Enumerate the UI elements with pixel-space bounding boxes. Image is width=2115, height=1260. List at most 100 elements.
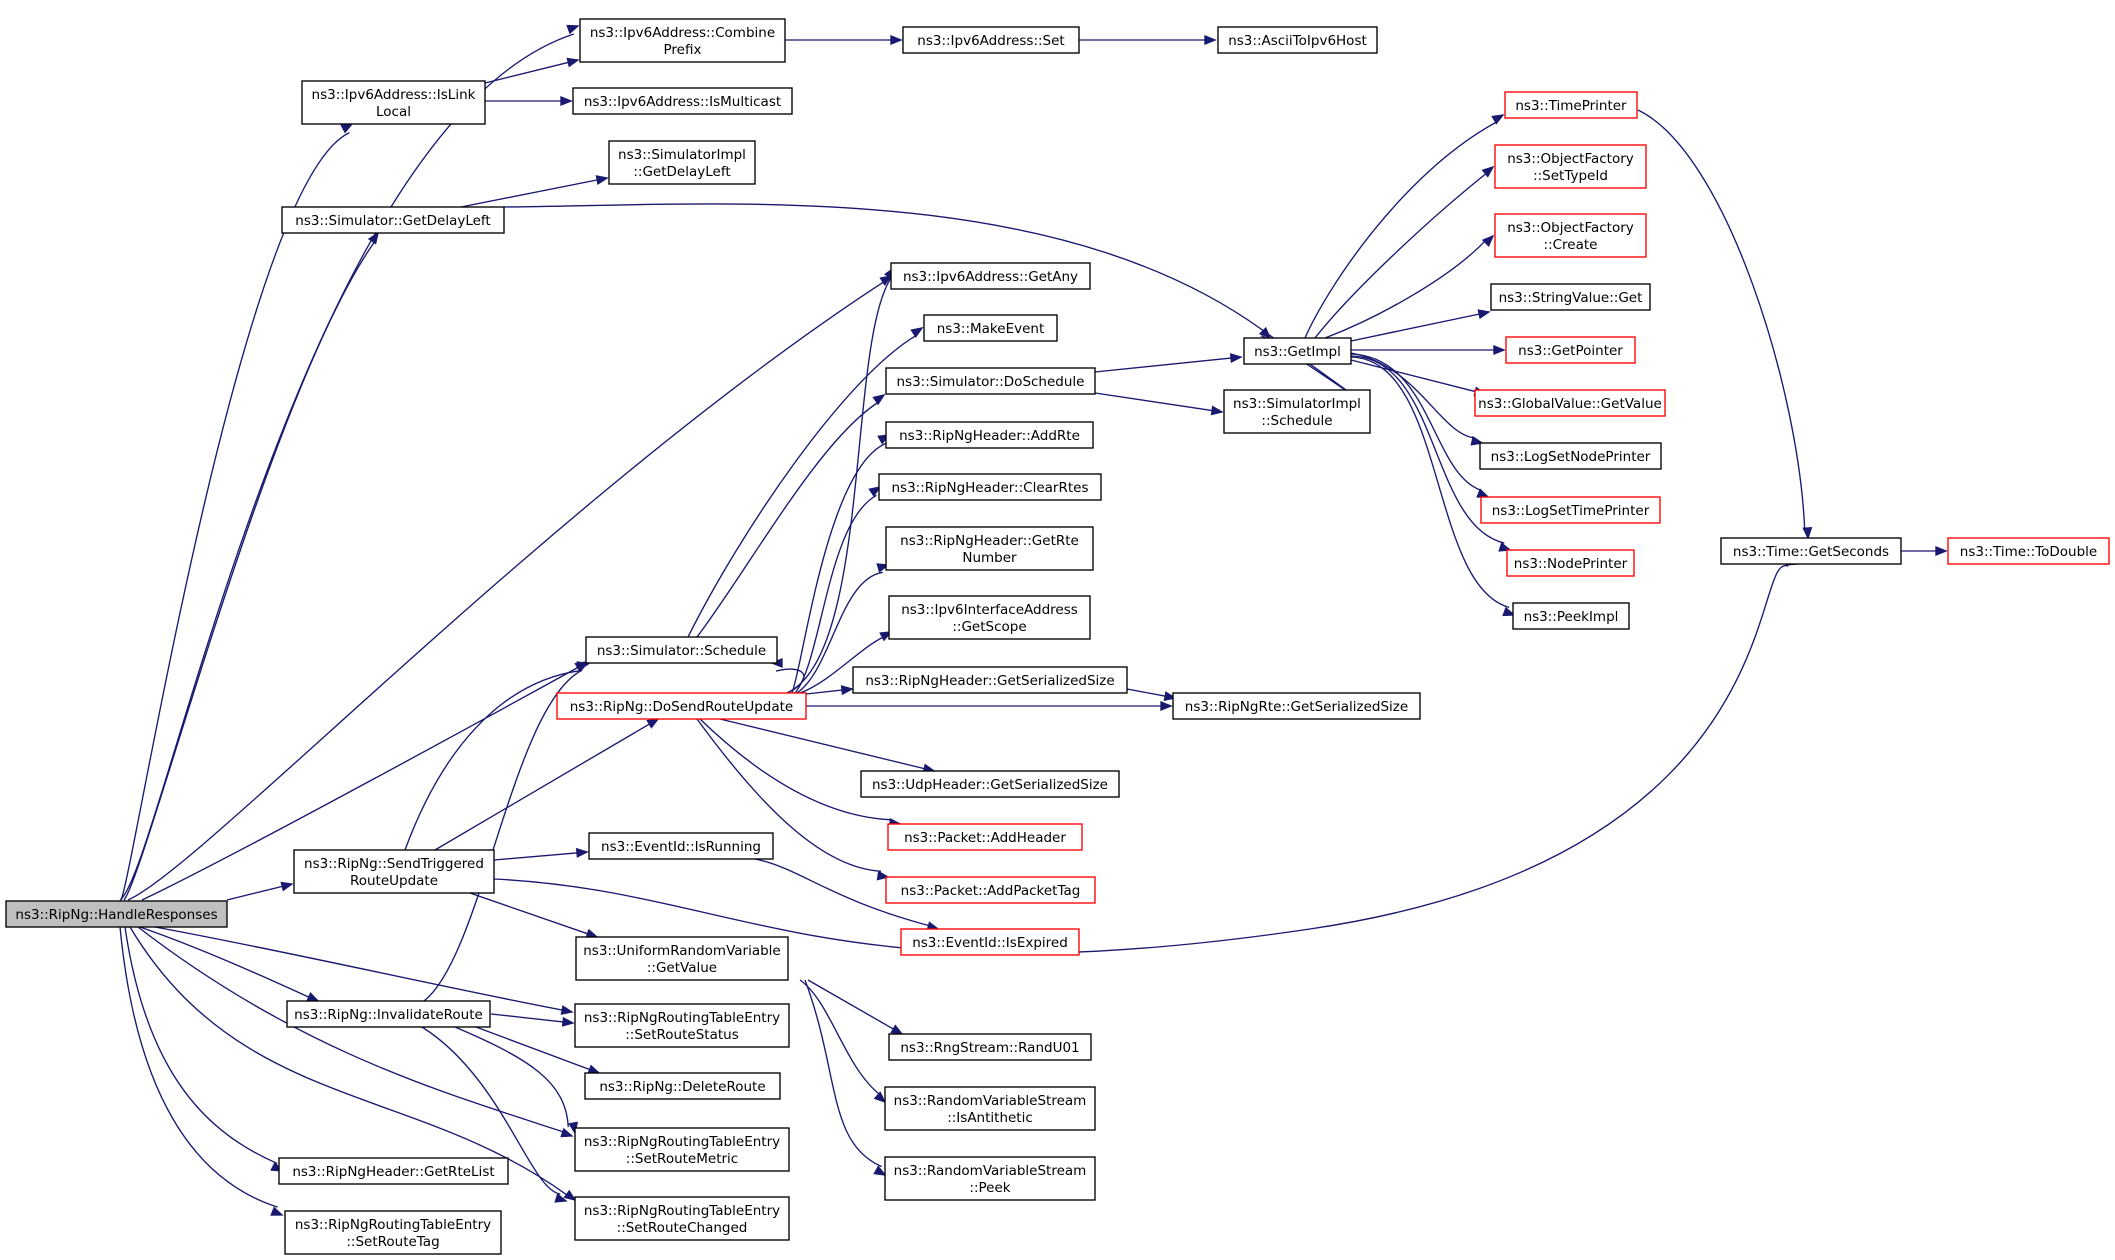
node-addtag[interactable]: ns3::Packet::AddPacketTag	[885, 876, 1096, 904]
edge-line	[139, 926, 310, 999]
node-getany[interactable]: ns3::Ipv6Address::GetAny	[890, 262, 1091, 290]
edge-sendtrig-to-isrunning	[493, 847, 589, 861]
node-handle[interactable]: ns3::RipNg::HandleResponses	[5, 900, 228, 928]
edge-handle-to-getrtelist	[124, 926, 284, 1172]
node-ismulti[interactable]: ns3::Ipv6Address::IsMulticast	[572, 87, 793, 115]
node-invalidate[interactable]: ns3::RipNg::InvalidateRoute	[286, 1000, 491, 1028]
edge-line	[434, 722, 651, 851]
node-box	[1243, 337, 1352, 365]
node-ascii[interactable]: ns3::AsciiToIpv6Host	[1217, 26, 1378, 54]
node-settypeid[interactable]: ns3::ObjectFactory::SetTypeId	[1494, 144, 1647, 189]
node-v6set[interactable]: ns3::Ipv6Address::Set	[902, 26, 1080, 54]
node-hdrsize[interactable]: ns3::RipNgHeader::GetSerializedSize	[852, 666, 1128, 694]
edge-islink-to-combine	[484, 57, 580, 84]
arrowhead-icon	[1502, 606, 1516, 617]
edge-line	[421, 1026, 561, 1195]
node-isrunning[interactable]: ns3::EventId::IsRunning	[588, 832, 774, 860]
node-getscope[interactable]: ns3::Ipv6InterfaceAddress::GetScope	[888, 595, 1091, 640]
edge-line	[807, 979, 895, 1031]
node-strget[interactable]: ns3::StringValue::Get	[1490, 283, 1651, 311]
node-label: ns3::RipNg::HandleResponses	[15, 907, 217, 923]
node-label: ::SetRouteChanged	[617, 1220, 748, 1236]
node-rvspeek[interactable]: ns3::RandomVariableStream::Peek	[884, 1156, 1096, 1201]
node-box	[890, 262, 1091, 290]
node-box	[885, 421, 1094, 449]
node-label: ::SetTypeId	[1533, 168, 1608, 184]
node-addheader[interactable]: ns3::Packet::AddHeader	[887, 823, 1083, 851]
node-setstatus[interactable]: ns3::RipNgRoutingTableEntry::SetRouteSta…	[574, 1003, 790, 1048]
node-logtime[interactable]: ns3::LogSetTimePrinter	[1480, 496, 1661, 524]
edge-handle-to-getany	[127, 275, 893, 901]
node-label: ns3::Time::ToDouble	[1960, 544, 2097, 560]
node-setroutetag[interactable]: ns3::RipNgRoutingTableEntry::SetRouteTag	[284, 1210, 502, 1255]
node-rtesize[interactable]: ns3::RipNgRte::GetSerializedSize	[1172, 692, 1421, 720]
node-isexpired[interactable]: ns3::EventId::IsExpired	[900, 928, 1080, 956]
node-simgdl[interactable]: ns3::Simulator::GetDelayLeft	[281, 206, 505, 234]
node-nodeprinter[interactable]: ns3::NodePrinter	[1506, 549, 1635, 577]
edge-line	[696, 401, 879, 638]
node-implsched[interactable]: ns3::SimulatorImpl::Schedule	[1223, 389, 1371, 434]
edge-line	[696, 718, 882, 872]
node-makeevent[interactable]: ns3::MakeEvent	[923, 314, 1058, 342]
node-getimpl[interactable]: ns3::GetImpl	[1243, 337, 1352, 365]
edge-dosched-to-getimpl	[1094, 353, 1243, 373]
node-urvget[interactable]: ns3::UniformRandomVariable::GetValue	[575, 936, 789, 981]
edge-invalidate-to-setstatus	[490, 1013, 575, 1027]
edge-dosend-to-addrte	[791, 434, 891, 694]
edge-dosched-to-implsched	[1094, 392, 1224, 416]
node-box	[900, 928, 1080, 956]
node-dosched[interactable]: ns3::Simulator::DoSchedule	[885, 367, 1096, 395]
edge-line	[754, 858, 930, 927]
node-label: ::SetRouteMetric	[626, 1151, 738, 1167]
edge-line	[127, 281, 885, 901]
node-box	[885, 526, 1094, 571]
node-label: ns3::RipNg::InvalidateRoute	[294, 1007, 483, 1023]
node-addrte[interactable]: ns3::RipNgHeader::AddRte	[885, 421, 1094, 449]
arrowhead-icon	[873, 1165, 887, 1176]
node-label: RouteUpdate	[350, 873, 438, 889]
node-todouble[interactable]: ns3::Time::ToDouble	[1947, 537, 2110, 565]
node-isanti[interactable]: ns3::RandomVariableStream::IsAntithetic	[884, 1086, 1096, 1131]
node-box	[284, 1210, 502, 1255]
node-label: ns3::UdpHeader::GetSerializedSize	[872, 777, 1108, 793]
node-create[interactable]: ns3::ObjectFactory::Create	[1494, 213, 1647, 258]
node-getrtelist[interactable]: ns3::RipNgHeader::GetRteList	[278, 1157, 509, 1185]
edge-line	[796, 571, 883, 694]
node-dosend[interactable]: ns3::RipNg::DoSendRouteUpdate	[556, 692, 807, 720]
node-lognode[interactable]: ns3::LogSetNodePrinter	[1479, 442, 1662, 470]
arrowhead-icon	[1477, 309, 1491, 320]
edge-line	[226, 885, 284, 901]
node-box	[1504, 91, 1638, 119]
node-label: Local	[376, 104, 411, 120]
edge-dosend-to-getany	[786, 266, 895, 694]
node-timeprinter[interactable]: ns3::TimePrinter	[1504, 91, 1638, 119]
node-setchanged[interactable]: ns3::RipNgRoutingTableEntry::SetRouteCha…	[574, 1196, 790, 1241]
node-setmetric[interactable]: ns3::RipNgRoutingTableEntry::SetRouteMet…	[574, 1127, 790, 1172]
arrowhead-icon	[574, 661, 588, 672]
edge-line	[475, 1026, 591, 1071]
node-label: ::SetRouteTag	[346, 1234, 439, 1250]
node-label: ::Peek	[969, 1180, 1010, 1196]
node-implgdl[interactable]: ns3::SimulatorImpl::GetDelayLeft	[608, 140, 756, 185]
edge-simgdl-to-getimpl	[503, 203, 1356, 398]
edge-line	[786, 276, 893, 694]
edge-timeprinter-to-getsec	[1637, 109, 1813, 540]
node-udpsize[interactable]: ns3::UdpHeader::GetSerializedSize	[860, 770, 1120, 798]
node-randu01[interactable]: ns3::RngStream::RandU01	[888, 1033, 1092, 1061]
node-deleteroute[interactable]: ns3::RipNg::DeleteRoute	[584, 1072, 781, 1100]
node-getpointer[interactable]: ns3::GetPointer	[1505, 336, 1636, 364]
edge-line	[1350, 359, 1477, 393]
node-box	[1494, 213, 1647, 258]
node-simsched[interactable]: ns3::Simulator::Schedule	[585, 636, 778, 664]
edge-dosend-to-udpsize	[719, 718, 936, 774]
node-clearrtes[interactable]: ns3::RipNgHeader::ClearRtes	[878, 473, 1102, 501]
node-gvget[interactable]: ns3::GlobalValue::GetValue	[1474, 389, 1666, 417]
edge-line	[1304, 121, 1498, 339]
node-peekimpl[interactable]: ns3::PeekImpl	[1512, 602, 1630, 630]
node-getsec[interactable]: ns3::Time::GetSeconds	[1720, 537, 1902, 565]
arrowhead-icon	[868, 485, 882, 498]
